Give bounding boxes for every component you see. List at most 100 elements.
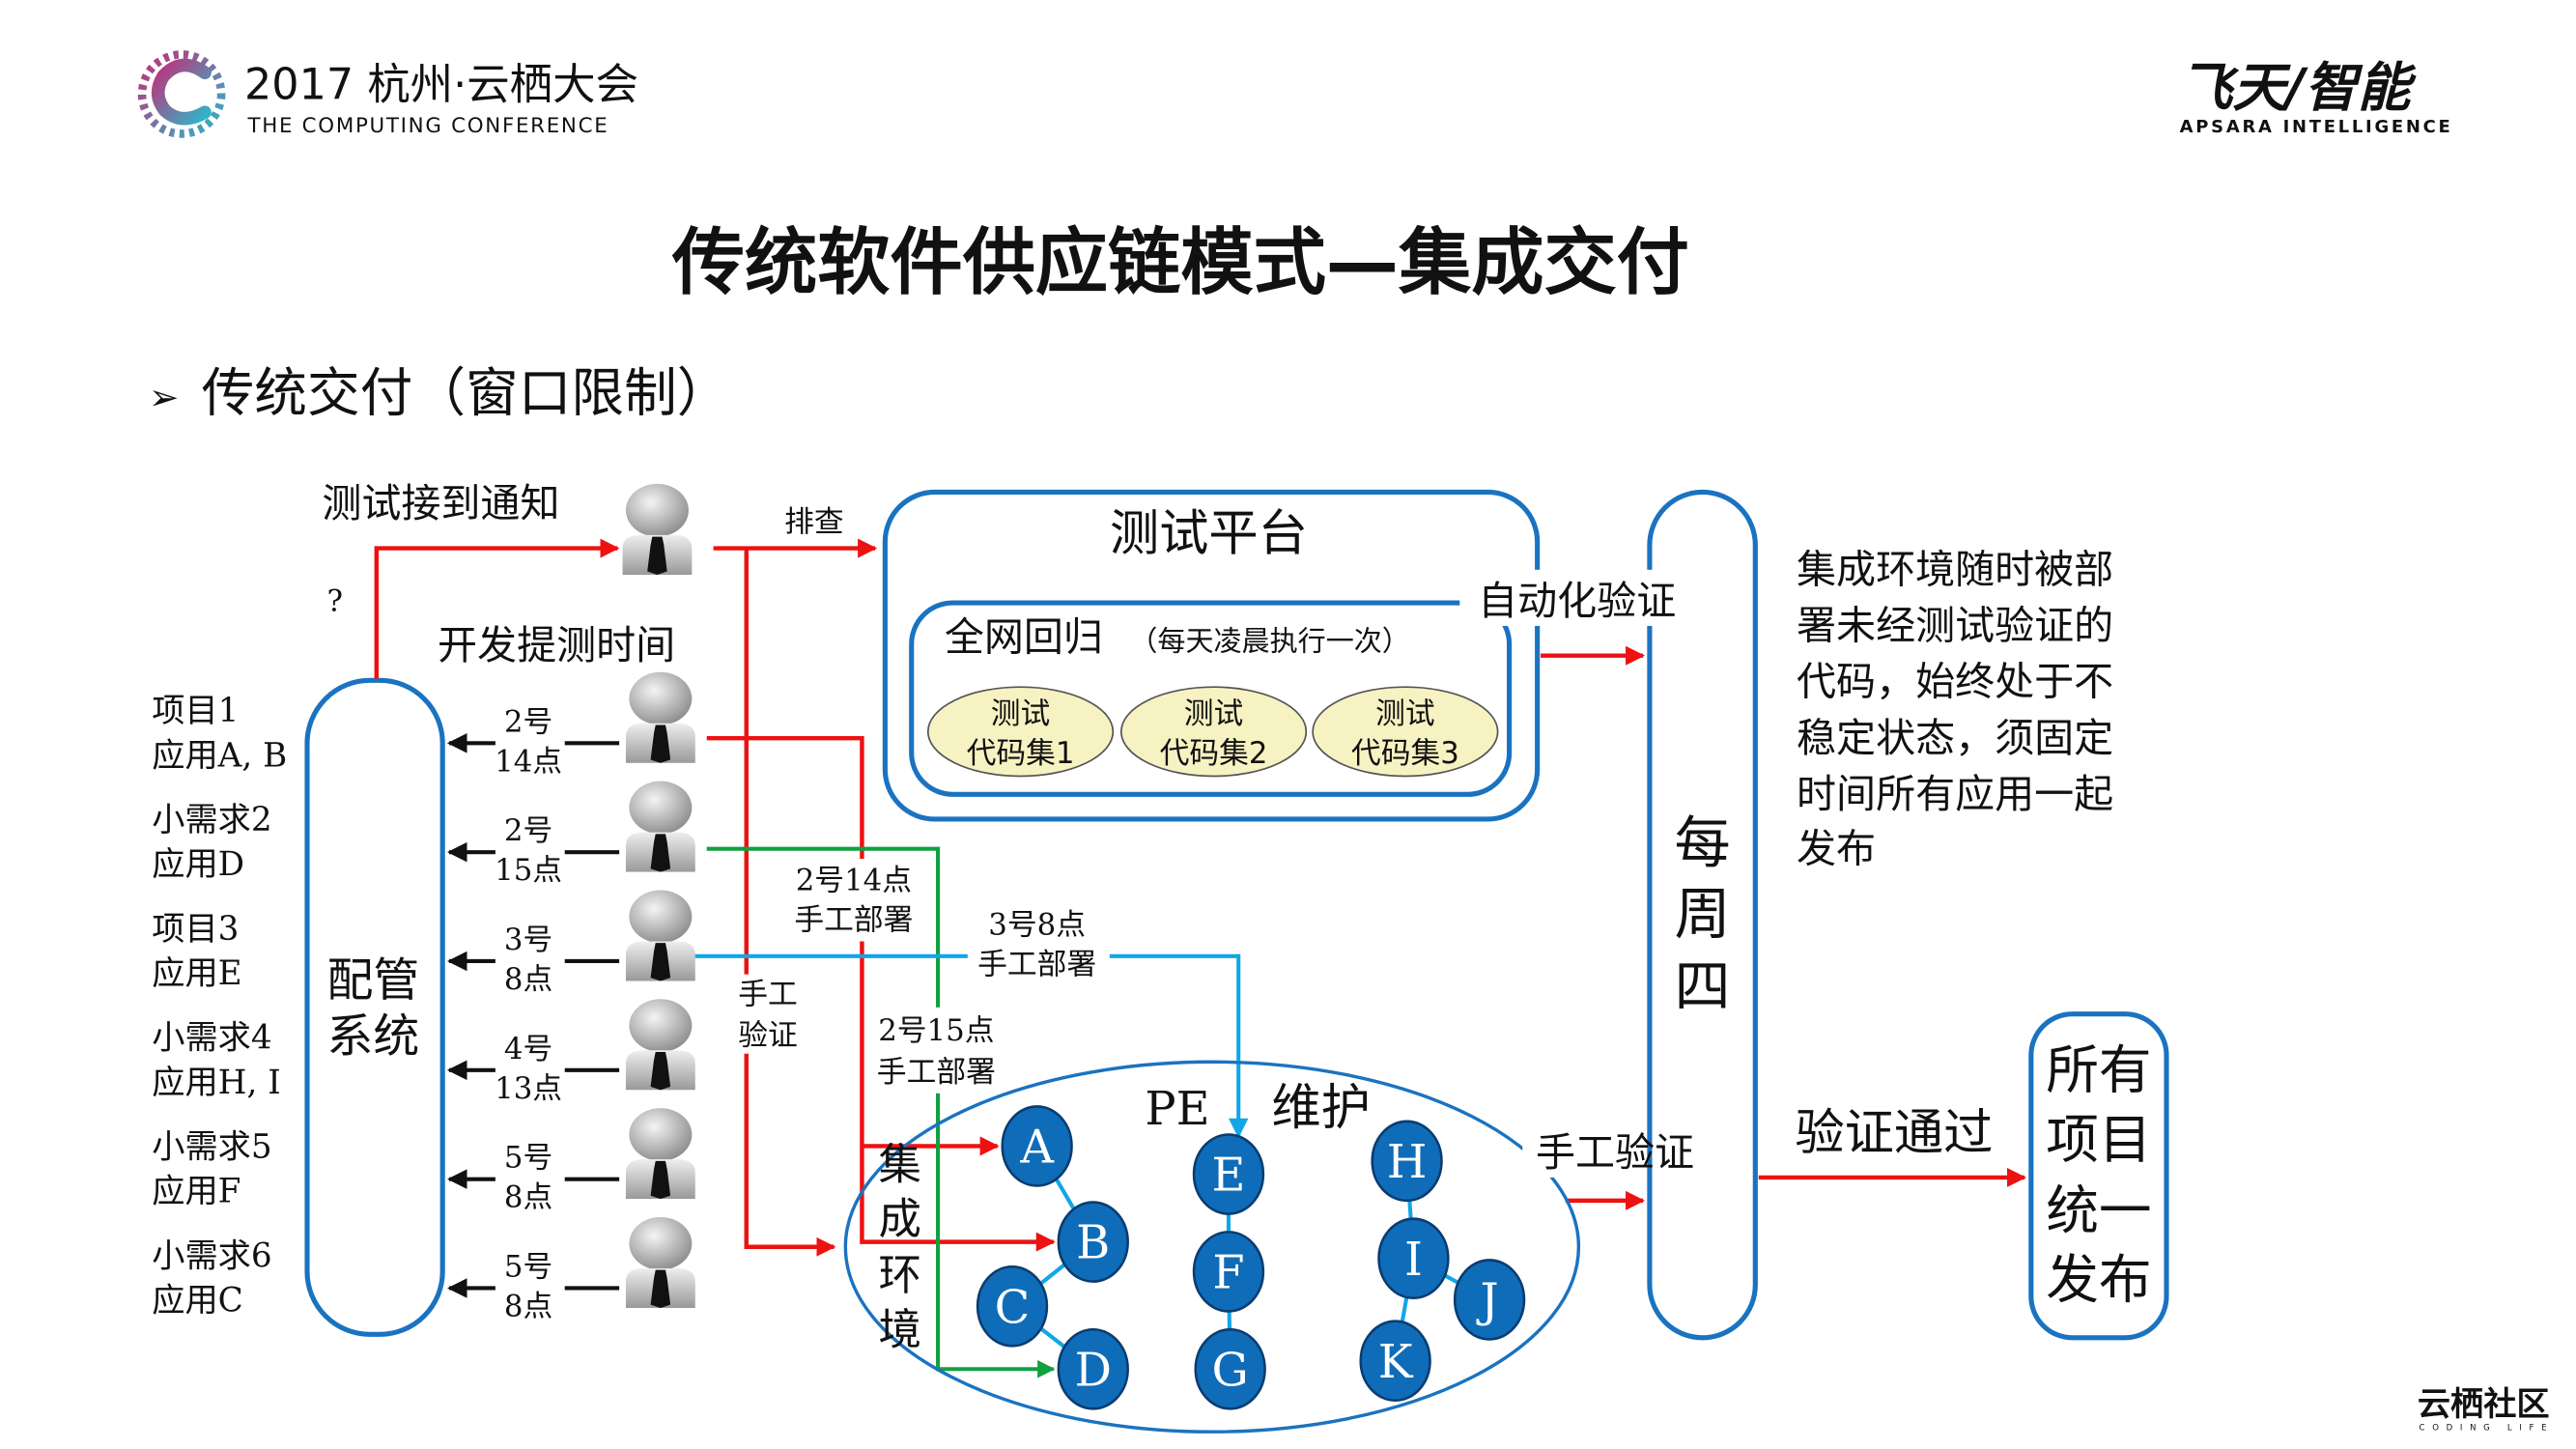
svg-text:测试: 测试 bbox=[1375, 696, 1435, 731]
svg-text:14点: 14点 bbox=[495, 744, 562, 779]
project-line2: 应用A, B bbox=[152, 736, 287, 775]
auto-verify-label-bg bbox=[1459, 569, 1695, 626]
regression-label: 全网回归 bbox=[945, 614, 1103, 661]
project-line2: 应用C bbox=[152, 1281, 243, 1320]
auto-verify-label: 自动化验证 bbox=[1478, 578, 1676, 624]
bullet-arrow-icon: ➢ bbox=[149, 376, 180, 418]
app-node-k: K bbox=[1359, 1320, 1431, 1403]
svg-text:2号14点: 2号14点 bbox=[796, 863, 912, 897]
app-node-f: F bbox=[1192, 1231, 1265, 1313]
svg-text:手工部署: 手工部署 bbox=[977, 948, 1096, 982]
note-text: 集成环境随时被部 署未经测试验证的 代码，始终处于不 稳定状态，须固定 时间所有… bbox=[1797, 546, 2113, 871]
slide-title: 传统软件供应链模式—集成交付 bbox=[671, 219, 1689, 304]
svg-text:4号: 4号 bbox=[504, 1032, 552, 1066]
conference-subtitle: THE COMPUTING CONFERENCE bbox=[246, 114, 609, 138]
svg-text:5号: 5号 bbox=[504, 1141, 552, 1176]
person-icon bbox=[625, 1108, 695, 1200]
regression-note: （每天凌晨执行一次） bbox=[1129, 625, 1409, 658]
svg-text:I: I bbox=[1404, 1234, 1423, 1287]
project-line1: 小需求2 bbox=[152, 801, 271, 839]
svg-text:集成环境随时被部: 集成环境随时被部 bbox=[1797, 546, 2113, 592]
svg-text:验证: 验证 bbox=[738, 1018, 798, 1053]
svg-text:代码集1: 代码集1 bbox=[967, 736, 1075, 771]
svg-text:集: 集 bbox=[879, 1141, 921, 1190]
svg-text:K: K bbox=[1378, 1336, 1414, 1389]
svg-text:测试: 测试 bbox=[991, 696, 1051, 731]
project-line2: 应用H, I bbox=[152, 1064, 280, 1102]
svg-text:D: D bbox=[1075, 1344, 1112, 1397]
apsara-logo: 飞天/智能 APSARA INTELLIGENCE bbox=[2180, 56, 2453, 137]
svg-text:15点: 15点 bbox=[495, 853, 562, 888]
pe-label: PE bbox=[1145, 1083, 1209, 1136]
test-suite: 测试 代码集1 bbox=[926, 686, 1115, 778]
bullet-text: 传统交付（窗口限制） bbox=[202, 362, 730, 424]
svg-text:统一: 统一 bbox=[2046, 1179, 2151, 1241]
svg-text:境: 境 bbox=[879, 1306, 921, 1355]
svg-text:发布: 发布 bbox=[2046, 1249, 2151, 1311]
conference-logo: 2017 杭州·云栖大会 THE COMPUTING CONFERENCE bbox=[137, 50, 638, 138]
weekly-thursday-box: 每 周 四 bbox=[1647, 489, 1758, 1341]
svg-text:代码，始终处于不: 代码，始终处于不 bbox=[1797, 659, 2113, 705]
svg-text:云栖社区: 云栖社区 bbox=[2418, 1385, 2550, 1424]
svg-text:H: H bbox=[1387, 1136, 1428, 1189]
person-icon bbox=[625, 999, 695, 1091]
test-platform-box: 测试平台 全网回归 （每天凌晨执行一次） 测试 代码集1 测试 代码集2 测试 … bbox=[882, 489, 1541, 822]
project-line1: 项目3 bbox=[152, 910, 239, 949]
svg-text:四: 四 bbox=[1675, 953, 1731, 1019]
svg-text:项目: 项目 bbox=[2046, 1108, 2151, 1170]
project-line2: 应用D bbox=[152, 845, 244, 884]
person-icon bbox=[625, 781, 695, 872]
release-all-box: 所有 项目 统一 发布 bbox=[2028, 1011, 2169, 1341]
question-mark: ? bbox=[327, 584, 344, 619]
svg-text:5号: 5号 bbox=[504, 1250, 552, 1285]
apsara-logo-en: APSARA INTELLIGENCE bbox=[2180, 117, 2453, 137]
svg-text:手工部署: 手工部署 bbox=[794, 903, 913, 938]
app-node-d: D bbox=[1057, 1327, 1129, 1410]
svg-text:3号8点: 3号8点 bbox=[988, 908, 1086, 943]
submit-times: 2号 14点 2号 15点 3号 8点 4号 13点 5号 8点 5号 8点 bbox=[495, 704, 562, 1323]
dev-submit-time-label: 开发提测时间 bbox=[438, 622, 675, 668]
svg-text:13点: 13点 bbox=[495, 1071, 562, 1106]
submit-arrows bbox=[449, 743, 620, 1288]
svg-text:E: E bbox=[1211, 1150, 1245, 1203]
project-labels: 项目1 应用A, B 小需求2 应用D 项目3 应用E 小需求4 应用H, I … bbox=[152, 692, 287, 1320]
test-platform-title: 测试平台 bbox=[1110, 504, 1308, 562]
svg-text:时间所有应用一起: 时间所有应用一起 bbox=[1797, 771, 2113, 817]
svg-text:系统: 系统 bbox=[327, 1010, 420, 1064]
svg-text:B: B bbox=[1076, 1217, 1110, 1270]
person-icon bbox=[625, 890, 695, 981]
app-node-h: H bbox=[1371, 1120, 1443, 1203]
conference-logo-icon bbox=[137, 50, 226, 138]
svg-text:2号: 2号 bbox=[504, 813, 552, 848]
svg-text:周: 周 bbox=[1675, 881, 1731, 947]
svg-text:每: 每 bbox=[1675, 810, 1731, 875]
test-suite: 测试 代码集2 bbox=[1119, 686, 1308, 778]
blue-flow-line bbox=[694, 953, 1249, 1139]
svg-text:G: G bbox=[1212, 1344, 1249, 1397]
svg-text:3号: 3号 bbox=[504, 923, 552, 957]
svg-text:代码集3: 代码集3 bbox=[1351, 736, 1459, 771]
svg-text:手工部署: 手工部署 bbox=[877, 1055, 996, 1090]
svg-text:发布: 发布 bbox=[1797, 825, 1876, 871]
app-node-c: C bbox=[976, 1264, 1049, 1348]
test-suite: 测试 代码集3 bbox=[1312, 686, 1499, 778]
test-notified-label: 测试接到通知 bbox=[322, 480, 559, 526]
investigate-label: 排查 bbox=[784, 504, 844, 539]
svg-text:手工: 手工 bbox=[738, 977, 798, 1011]
project-line1: 小需求5 bbox=[152, 1127, 271, 1166]
svg-text:稳定状态，须固定: 稳定状态，须固定 bbox=[1797, 715, 2113, 761]
app-node-b: B bbox=[1057, 1201, 1129, 1283]
app-node-e: E bbox=[1192, 1133, 1265, 1215]
svg-text:2号15点: 2号15点 bbox=[878, 1013, 994, 1048]
svg-text:8点: 8点 bbox=[504, 1290, 552, 1324]
svg-text:8点: 8点 bbox=[504, 962, 552, 997]
community-logo: 云栖社区 CODING LIFE bbox=[2418, 1385, 2550, 1433]
svg-text:配管: 配管 bbox=[327, 954, 420, 1008]
config-system-box: 配管 系统 bbox=[304, 677, 445, 1337]
project-line2: 应用F bbox=[152, 1173, 241, 1211]
svg-text:所有: 所有 bbox=[2046, 1039, 2151, 1101]
